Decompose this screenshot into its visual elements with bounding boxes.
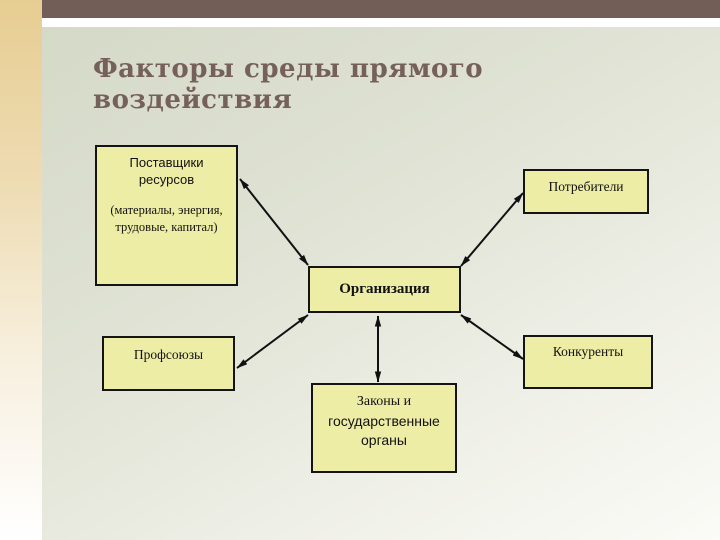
slide-title: Факторы среды прямого воздействия xyxy=(93,54,484,116)
node-organization-label: Организация xyxy=(339,281,430,297)
node-competitors: Конкуренты xyxy=(523,335,653,389)
node-consumers-label: Потребители xyxy=(548,179,624,194)
node-competitors-label: Конкуренты xyxy=(552,344,624,359)
node-suppliers: Поставщики ресурсов (материалы, энергия,… xyxy=(95,145,238,286)
node-suppliers-subtitle: (материалы, энергия, трудовые, капитал) xyxy=(110,202,223,234)
node-laws-line1: Законы и xyxy=(356,394,412,409)
node-trade-unions: Профсоюзы xyxy=(102,336,235,391)
node-laws-line2: государственные органы xyxy=(328,412,440,449)
node-laws-government: Законы и государственные органы xyxy=(311,383,457,473)
accent-bar-divider xyxy=(42,18,720,27)
node-consumers: Потребители xyxy=(523,169,649,214)
node-organization: Организация xyxy=(308,266,461,313)
top-accent-bar xyxy=(42,0,720,18)
node-suppliers-title: Поставщики ресурсов xyxy=(129,155,204,187)
left-accent-strip xyxy=(0,0,42,540)
node-trade-unions-label: Профсоюзы xyxy=(133,347,204,362)
